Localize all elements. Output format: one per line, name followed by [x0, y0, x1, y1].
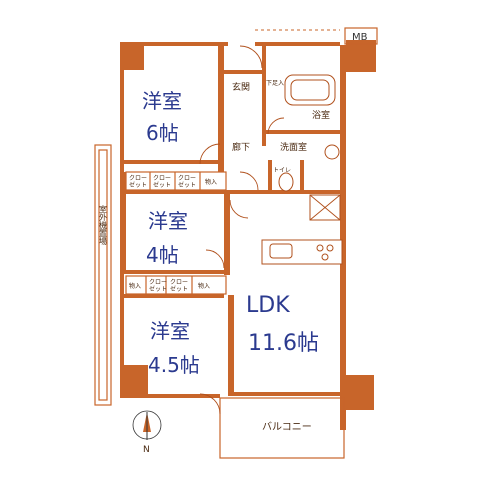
north-arrow [132, 410, 162, 440]
closet-1a2: ゼット [129, 181, 147, 189]
wall-corridor-left [224, 190, 230, 275]
ldk-name: LDK [246, 293, 290, 318]
wall-ldk-bottom [228, 392, 346, 396]
bedroom1-size: 6帖 [146, 121, 179, 145]
wall-bath-bottom [266, 130, 340, 134]
wall-bed1-right [218, 42, 224, 172]
storage-1: 物入 [205, 178, 217, 186]
washroom-label: 洗面室 [280, 141, 307, 153]
column-bottom-right [346, 375, 374, 410]
outdoor-unit-area-inner [98, 149, 108, 401]
column-top-right [346, 40, 376, 72]
stove-3 [321, 253, 329, 261]
ldk-size: 11.6帖 [248, 331, 319, 356]
wall-ldk-left [228, 295, 234, 395]
wall-bed2-bottom [124, 270, 224, 274]
outdoor-unit-label: 室外機置場 [99, 204, 108, 246]
bathroom-label: 浴室 [312, 109, 330, 121]
closet-1c2: ゼット [178, 181, 196, 189]
wall-toilet-right [300, 160, 304, 194]
wall-entrance-right [262, 46, 266, 146]
balcony-outline [219, 397, 345, 459]
door-bed2 [205, 249, 225, 269]
stove-1 [316, 244, 324, 252]
bathtub-inner [290, 79, 330, 101]
wall-left-mid [120, 172, 126, 272]
stove-2 [326, 244, 334, 252]
closet-1a: クロー [129, 175, 147, 182]
door-entrance [239, 45, 263, 69]
wall-closet-row2-bottom [124, 294, 224, 298]
door-bath [267, 117, 285, 135]
door-ldk [229, 199, 249, 219]
outdoor-unit-area-outline [94, 144, 112, 406]
kitchen-sink [269, 243, 293, 259]
door-bed3 [199, 393, 221, 415]
wall-wash-bottom [228, 190, 340, 194]
bedroom1-name: 洋室 [142, 89, 182, 113]
wall-toilet-left [268, 160, 272, 194]
closet-2b2: ゼット [170, 285, 188, 293]
column-top-left [120, 42, 144, 70]
wall-closet-row1-bottom [124, 190, 224, 194]
wall-entrance-top [224, 70, 264, 74]
wall-left-lower [120, 270, 124, 398]
washer-x2 [309, 194, 341, 221]
wash-basin [324, 144, 340, 160]
shoe-closet-label: 下足入 [266, 80, 284, 87]
door-bed1 [199, 143, 221, 165]
bedroom2-size: 4帖 [146, 243, 179, 267]
mb-label: MB [352, 32, 368, 43]
storage-3: 物入 [198, 282, 210, 290]
balcony-label: バルコニー [262, 421, 312, 433]
bedroom2-name: 洋室 [148, 209, 188, 233]
wall-left-upper [120, 42, 124, 172]
closet-1b2: ゼット [153, 181, 171, 189]
closet-2a2: ゼット [149, 285, 167, 293]
wall-bed1-bottom [124, 160, 224, 164]
bedroom3-name: 洋室 [150, 319, 190, 343]
hallway-label: 廊下 [232, 141, 250, 153]
wall-top-left [120, 42, 228, 46]
closet-1b: クロー [153, 175, 171, 182]
door-wash [239, 171, 259, 191]
wall-top-right [255, 42, 340, 46]
closet-2a: クロー [149, 279, 167, 286]
bedroom3-size: 4.5帖 [148, 353, 200, 377]
column-bottom-left [120, 365, 148, 398]
entrance-label: 玄関 [232, 81, 250, 93]
toilet-label: トイレ [273, 167, 291, 174]
closet-2b: クロー [170, 279, 188, 286]
storage-2: 物入 [129, 282, 141, 290]
toilet-fixture [278, 172, 294, 192]
wall-right [340, 45, 346, 430]
mb-box [344, 27, 378, 45]
north-label: N [143, 445, 150, 455]
wall-bottom-left [120, 394, 220, 398]
closet-1c: クロー [178, 175, 196, 182]
